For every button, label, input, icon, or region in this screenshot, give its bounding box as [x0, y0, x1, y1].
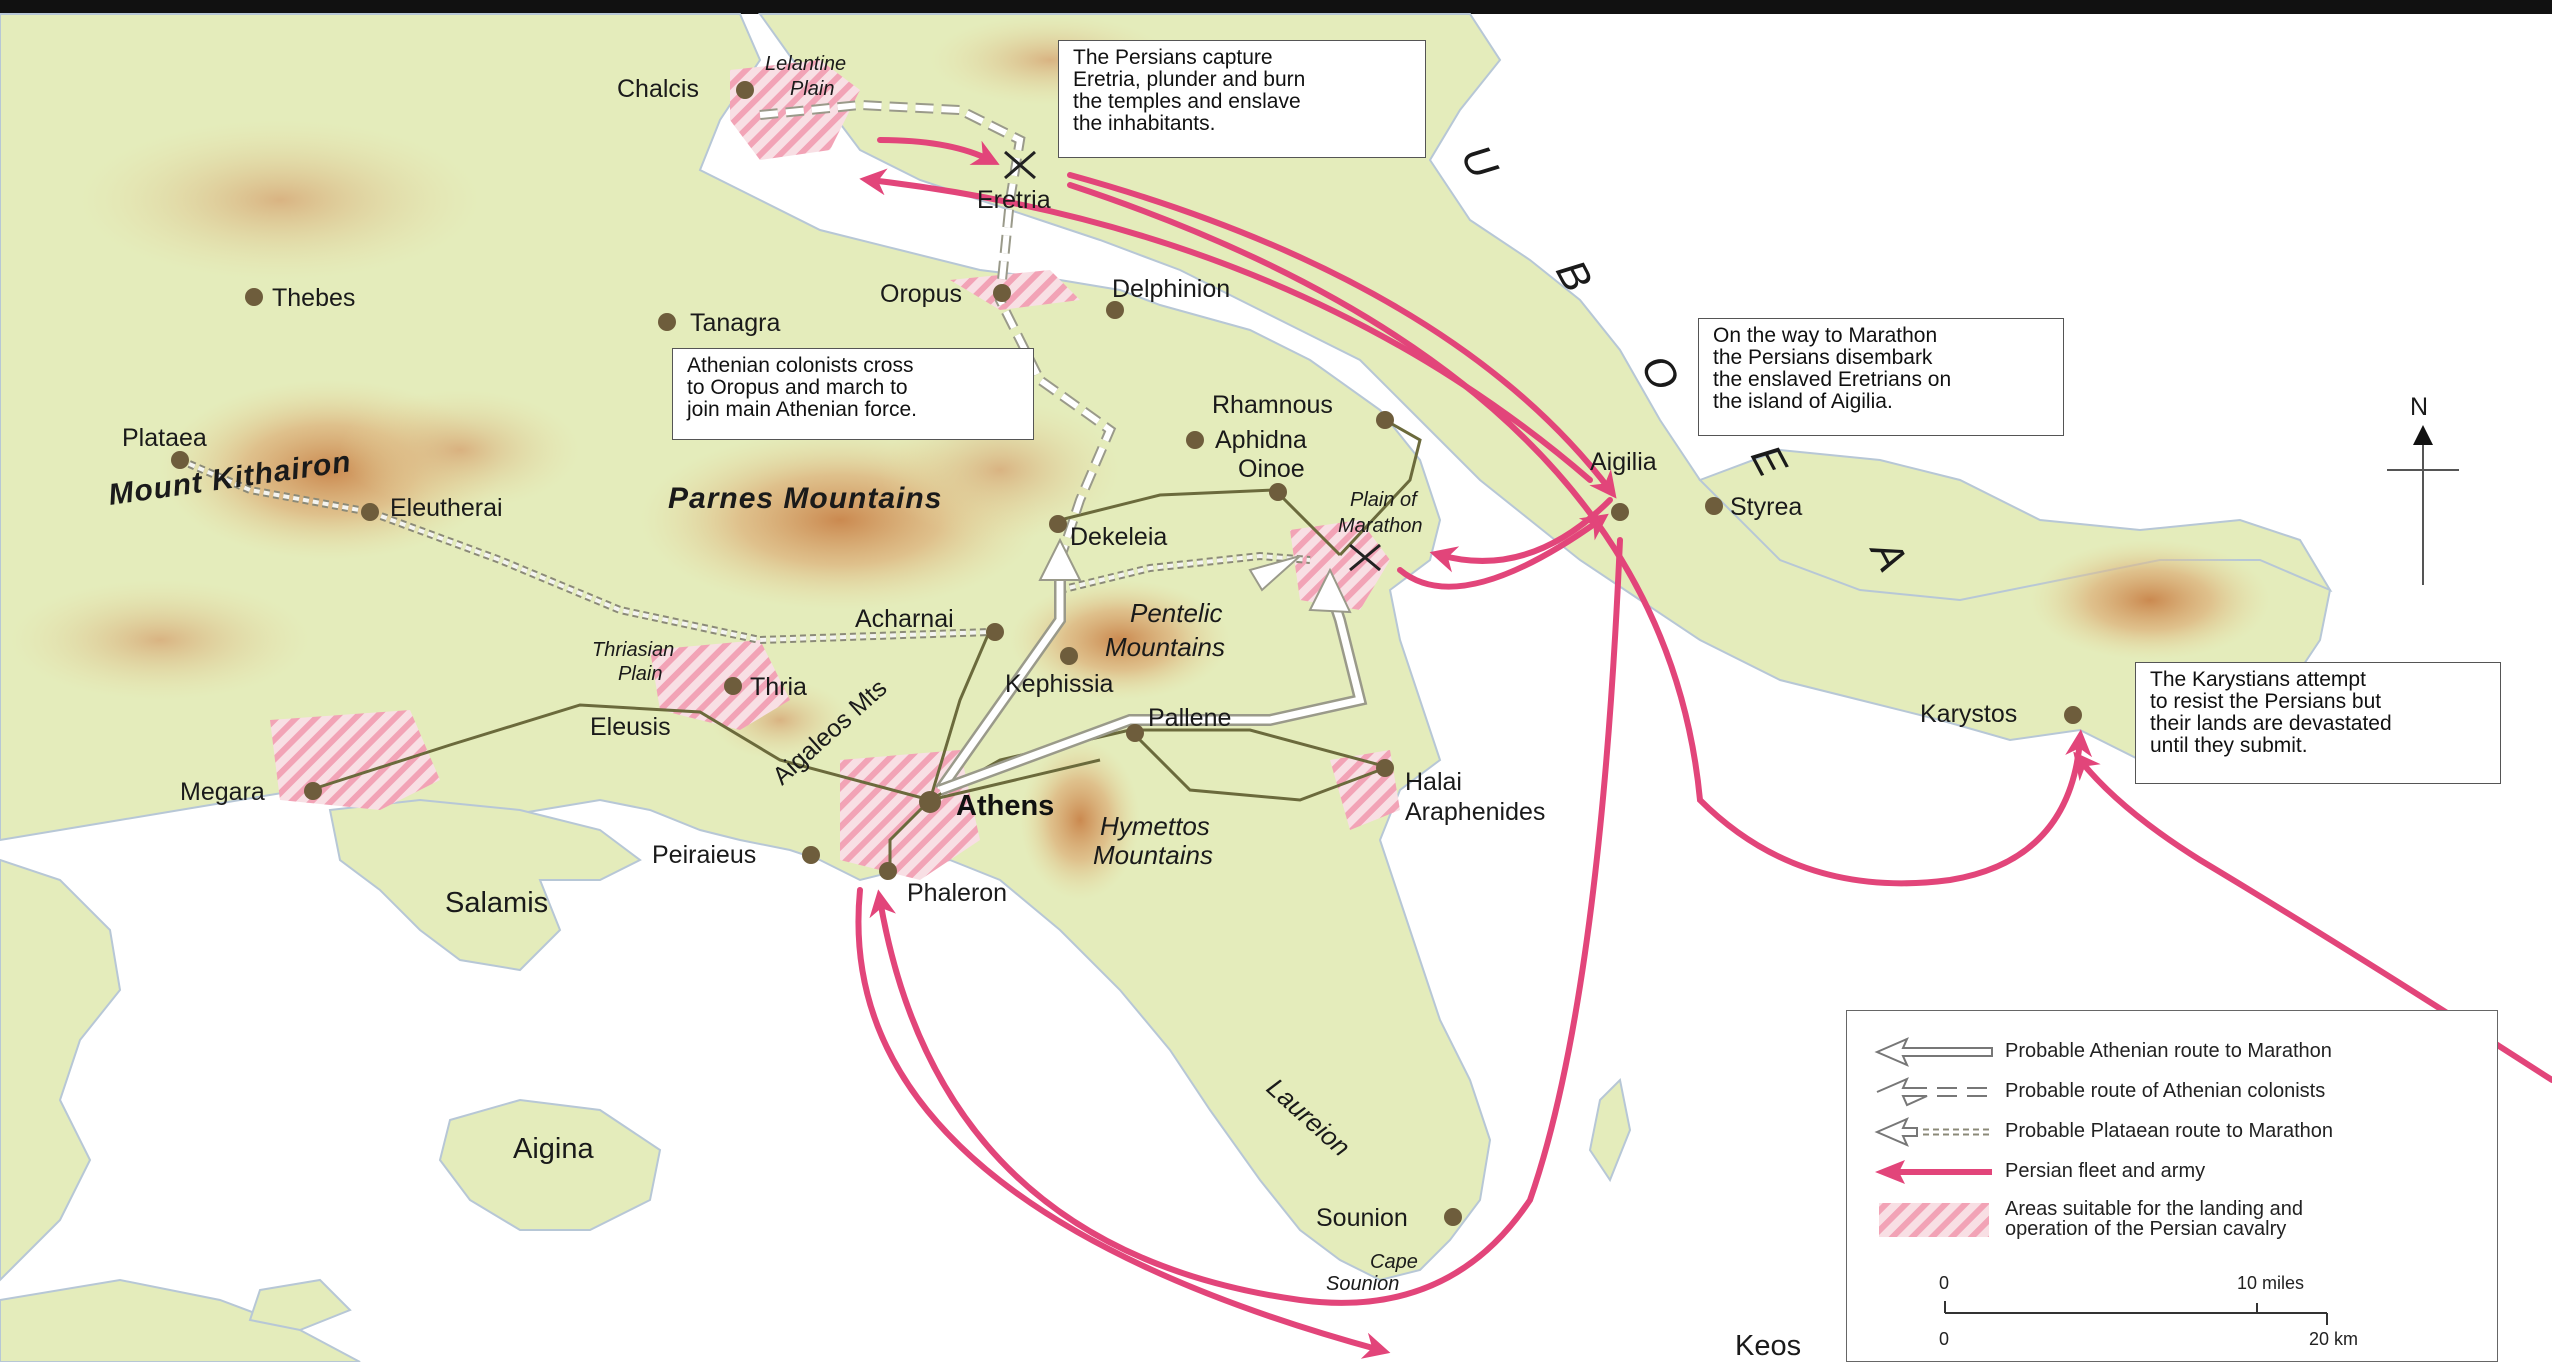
legend-text: Probable Athenian route to Marathon: [2005, 1040, 2332, 1062]
label-tanagra: Tanagra: [690, 309, 780, 337]
label-plain-of-marathon-1: Plain of: [1350, 489, 1419, 511]
colonists-route-icon: [1876, 1077, 1987, 1107]
label-athens: Athens: [956, 790, 1054, 822]
label-styrea: Styrea: [1730, 493, 1802, 521]
label-salamis: Salamis: [445, 887, 548, 919]
legend-plataean-route: Probable Plataean route to Marathon: [1847, 1115, 2497, 1151]
scale-miles-zero: 0: [1939, 1273, 1950, 1293]
label-plataea: Plataea: [122, 424, 207, 452]
label-rhamnous: Rhamnous: [1212, 391, 1333, 419]
label-oinoe: Oinoe: [1238, 455, 1305, 483]
label-pentelic-2: Mountains: [1105, 632, 1225, 662]
legend-athenian-route: Probable Athenian route to Marathon: [1847, 1035, 2497, 1071]
colonists-route-inner: [759, 101, 1114, 561]
label-aigilia: Aigilia: [1590, 448, 1657, 476]
label-pentelic-1: Pentelic: [1130, 598, 1223, 628]
athenian-route: [935, 537, 1368, 796]
north-arrow-icon: [2387, 425, 2459, 585]
legend-text: Probable route of Athenian colonists: [2005, 1080, 2326, 1102]
label-eleusis: Eleusis: [590, 713, 671, 741]
label-thebes: Thebes: [272, 284, 355, 312]
euboea-south: [1698, 448, 2333, 602]
athenian-route-icon: [1874, 1037, 1993, 1067]
label-lelantine-plain-1: Lelantine: [765, 53, 846, 75]
label-hymettos-2: Mountains: [1093, 840, 1213, 870]
label-cape-1: Cape: [1370, 1251, 1418, 1273]
label-aigina: Aigina: [513, 1133, 594, 1165]
compass-label: N: [2410, 393, 2428, 421]
town-dots: [171, 81, 2082, 1226]
legend-colonists-route: Probable route of Athenian colonists: [1847, 1075, 2497, 1111]
label-thria: Thria: [750, 673, 807, 701]
label-eleutherai: Eleutherai: [390, 494, 503, 522]
scale-bar-lines: [1944, 1301, 2328, 1325]
label-eretria: Eretria: [977, 186, 1051, 214]
legend-text: Areas suitable for the landing and opera…: [2005, 1198, 2303, 1240]
cavalry-area-marathon: [1290, 520, 1390, 610]
plataean-route-icon: [1874, 1117, 1991, 1147]
legend-text: Persian fleet and army: [2005, 1160, 2206, 1182]
relief-kithairon-2: [340, 390, 580, 510]
label-plain-of-marathon-2: Marathon: [1338, 515, 1423, 537]
label-sounion: Sounion: [1316, 1204, 1408, 1232]
relief-hymettos: [1020, 740, 1140, 900]
label-lelantine-plain-2: Plain: [790, 78, 834, 100]
map-legend: Probable Athenian route to Marathon Prob…: [1846, 1010, 2498, 1362]
scale-bar: 0 10 miles 0 20 km: [1847, 1259, 2497, 1359]
persian-route-icon: [1875, 1160, 1992, 1184]
label-hymettos-1: Hymettos: [1100, 811, 1210, 841]
callout-eretria: The Persians capture Eretria, plunder an…: [1058, 40, 1426, 158]
label-phaleron: Phaleron: [907, 879, 1007, 907]
relief-attica-north: [80, 120, 480, 280]
label-thriasian-2: Plain: [618, 663, 662, 685]
label-thriasian-1: Thriasian: [592, 639, 674, 661]
label-dekeleia: Dekeleia: [1070, 523, 1167, 551]
label-peiraieus: Peiraieus: [652, 841, 756, 869]
relief-euboea-south: [2030, 540, 2270, 660]
legend-text: Probable Plataean route to Marathon: [2005, 1120, 2333, 1142]
scale-km: 20 km: [2309, 1329, 2359, 1349]
label-halai: Halai: [1405, 768, 1462, 796]
label-chalcis: Chalcis: [617, 75, 699, 103]
label-delphinion: Delphinion: [1112, 275, 1230, 303]
relief-west: [10, 580, 310, 700]
label-keos: Keos: [1735, 1330, 1801, 1362]
label-cape-2: Sounion: [1326, 1273, 1399, 1295]
aigina-island: [438, 1098, 662, 1231]
cavalry-area-thriasian: [650, 640, 790, 730]
label-parnes-mountains: Parnes Mountains: [668, 482, 942, 515]
callout-aigilia: On the way to Marathon the Persians dise…: [1698, 318, 2064, 436]
battle-icon: [1004, 150, 1381, 572]
cavalry-area-oropus: [950, 270, 1080, 310]
persian-routes: [855, 137, 2552, 1359]
scale-miles: 10 miles: [2237, 1273, 2305, 1293]
legend-persian-route: Persian fleet and army: [1847, 1155, 2497, 1191]
label-acharnai: Acharnai: [855, 605, 954, 633]
scale-km-zero: 0: [1939, 1329, 1950, 1349]
legend-cavalry-area: Areas suitable for the landing and opera…: [1847, 1197, 2497, 1247]
label-pallene: Pallene: [1148, 704, 1231, 732]
top-frame-bar: [0, 0, 2552, 14]
label-kephissia: Kephissia: [1005, 670, 1113, 698]
label-aphidna: Aphidna: [1215, 426, 1307, 454]
callout-colonists: Athenian colonists cross to Oropus and m…: [672, 348, 1034, 440]
peloponnese-coast: [0, 858, 122, 1282]
label-araphenides: Araphenides: [1405, 798, 1545, 826]
label-karystos: Karystos: [1920, 700, 2017, 728]
small-island: [248, 1278, 352, 1332]
salamis-island: [328, 798, 642, 972]
cavalry-area-swatch: [1879, 1203, 1989, 1237]
label-oropus: Oropus: [880, 280, 962, 308]
small-island: [1588, 1077, 1632, 1183]
label-megara: Megara: [180, 778, 265, 806]
callout-karystos: The Karystians attempt to resist the Per…: [2135, 662, 2501, 784]
